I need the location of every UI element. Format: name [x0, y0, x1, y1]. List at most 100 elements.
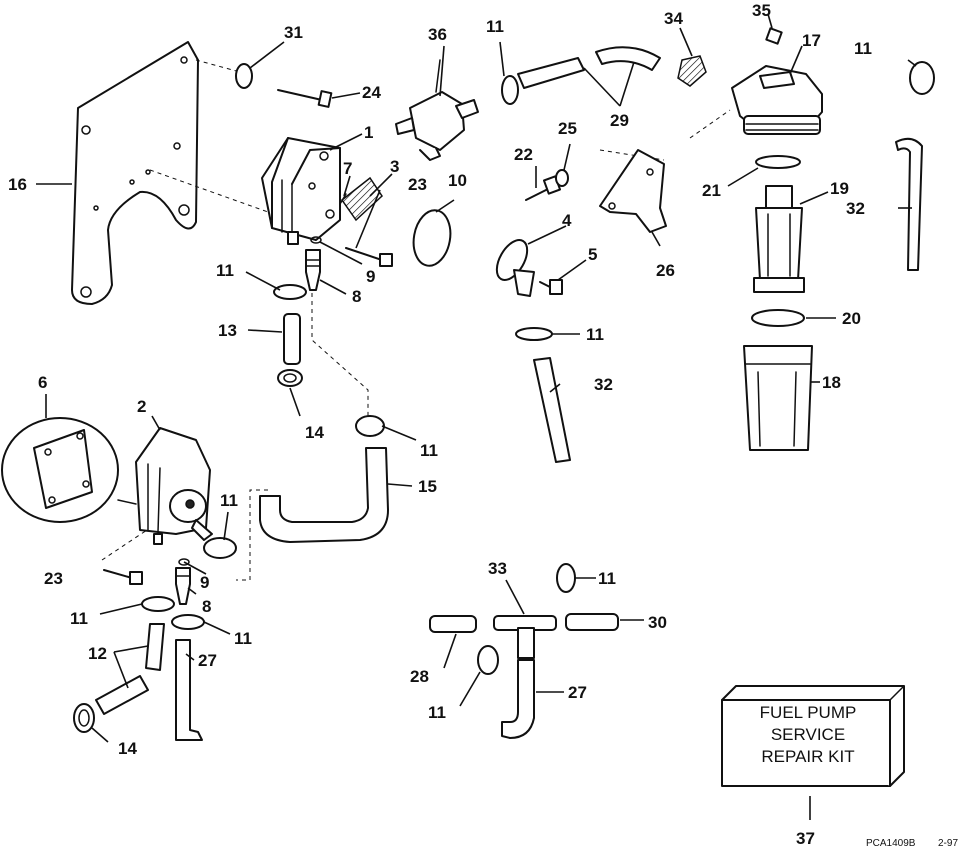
- hose-clamp-g: [141, 596, 175, 612]
- washer: [235, 63, 253, 89]
- callout-1: 1: [364, 123, 373, 142]
- fuel-hoses-pair: [517, 46, 661, 89]
- callout-20: 20: [842, 309, 861, 328]
- screw-long: [277, 89, 333, 108]
- callout-12: 12: [88, 644, 107, 663]
- fuel-pump-top: [261, 137, 341, 245]
- fuel-hose-u: [259, 447, 389, 543]
- nut: [765, 27, 783, 45]
- figure-code: PCA1409B: [866, 838, 916, 849]
- mounting-bracket-plate: [71, 41, 199, 305]
- fuel-hoses-lower: [95, 623, 165, 715]
- fuel-screen: [340, 176, 383, 222]
- callout-2: 2: [137, 397, 146, 416]
- callout-22: 22: [514, 145, 533, 164]
- callout-32-right: 32: [846, 199, 865, 218]
- fitting-barb-lower: [175, 567, 191, 605]
- hose-clamp-c: [909, 61, 935, 95]
- callout-16: 16: [8, 175, 27, 194]
- hose-clamp-a: [273, 284, 307, 300]
- callout-32-middle: 32: [594, 375, 613, 394]
- fuel-fitting: [395, 59, 479, 161]
- gasket-small: [339, 193, 347, 205]
- hose-clamp-d: [515, 327, 553, 341]
- callout-19: 19: [830, 179, 849, 198]
- callout-numbers: 1 2 3 4 5 6 7 8 8 9 9 10 11 11 11 11 11 …: [8, 1, 872, 848]
- callout-11-h: 11: [234, 629, 252, 648]
- o-ring-small-lower: [178, 558, 190, 566]
- callout-6: 6: [38, 373, 47, 392]
- filter-bracket: [599, 149, 667, 233]
- o-ring-small-top: [310, 236, 322, 244]
- bracket-bolt: [525, 175, 562, 201]
- elbow-hose-right: [501, 659, 535, 739]
- bracket-washer: [555, 169, 569, 187]
- callout-33: 33: [488, 559, 507, 578]
- hose-clamp-b: [501, 75, 519, 105]
- callout-34: 34: [664, 9, 683, 28]
- hose-clip-top: [277, 369, 303, 387]
- callout-27-lower: 27: [198, 651, 217, 670]
- callout-36: 36: [428, 25, 447, 44]
- hose-left: [429, 615, 477, 633]
- callout-17: 17: [802, 31, 821, 50]
- screw-lower: [103, 569, 143, 585]
- hose-clamp-j: [477, 645, 499, 675]
- callout-24: 24: [362, 83, 381, 102]
- grommet: [677, 55, 707, 87]
- callout-8-lower: 8: [202, 597, 211, 616]
- callout-15: 15: [418, 477, 437, 496]
- filter-seal-bottom: [751, 309, 805, 327]
- leader-lines: [36, 13, 917, 820]
- callout-31: 31: [284, 23, 303, 42]
- callout-11-b: 11: [854, 39, 872, 58]
- callout-21: 21: [702, 181, 721, 200]
- callout-11-g: 11: [70, 609, 88, 628]
- callout-23-top: 23: [408, 175, 427, 194]
- filter-seal-top: [755, 155, 801, 169]
- o-ring-large: [412, 209, 452, 267]
- callout-26: 26: [656, 261, 675, 280]
- callout-28: 28: [410, 667, 429, 686]
- fuel-hose-middle: [533, 357, 571, 463]
- callout-11-f: 11: [220, 491, 238, 510]
- fitting-barb-top: [305, 249, 321, 291]
- fuel-hose-short: [283, 313, 301, 365]
- callout-18: 18: [822, 373, 841, 392]
- kit-label-line-3: REPAIR KIT: [761, 747, 854, 766]
- callout-27-right: 27: [568, 683, 587, 702]
- hose-clamp-i: [556, 563, 576, 593]
- callout-30: 30: [648, 613, 667, 632]
- elbow-fitting: [495, 239, 535, 297]
- filter-element: [753, 185, 805, 293]
- callout-14-top: 14: [305, 423, 324, 442]
- hose-clip-bottom: [73, 703, 95, 733]
- callout-9-top: 9: [366, 267, 375, 286]
- fuel-pump-lower: [135, 427, 213, 545]
- callout-29: 29: [610, 111, 629, 130]
- hose-clamp-e: [355, 415, 385, 437]
- callout-10: 10: [448, 171, 467, 190]
- callout-11-j: 11: [428, 703, 446, 722]
- screw-top: [345, 247, 393, 267]
- elbow-hose-lower: [175, 639, 203, 741]
- diaphragm-gasket-inset: [1, 417, 137, 523]
- kit-label-line-1: FUEL PUMP: [760, 703, 857, 722]
- callout-37: 37: [796, 829, 815, 848]
- callout-11-c: 11: [216, 261, 234, 280]
- figure-date: 2-97: [938, 838, 958, 849]
- tee-fitting: [493, 615, 557, 659]
- elbow-screw: [539, 279, 563, 295]
- callout-9-lower: 9: [200, 573, 209, 592]
- callout-3: 3: [390, 157, 399, 176]
- callout-25: 25: [558, 119, 577, 138]
- filter-bowl: [743, 345, 813, 451]
- callout-14-bottom: 14: [118, 739, 137, 758]
- callout-11-a: 11: [486, 17, 504, 36]
- callout-5: 5: [588, 245, 597, 264]
- filter-head: [731, 65, 823, 135]
- callout-35: 35: [752, 1, 771, 20]
- hose-clamp-h: [171, 614, 205, 630]
- callout-11-e: 11: [420, 441, 438, 460]
